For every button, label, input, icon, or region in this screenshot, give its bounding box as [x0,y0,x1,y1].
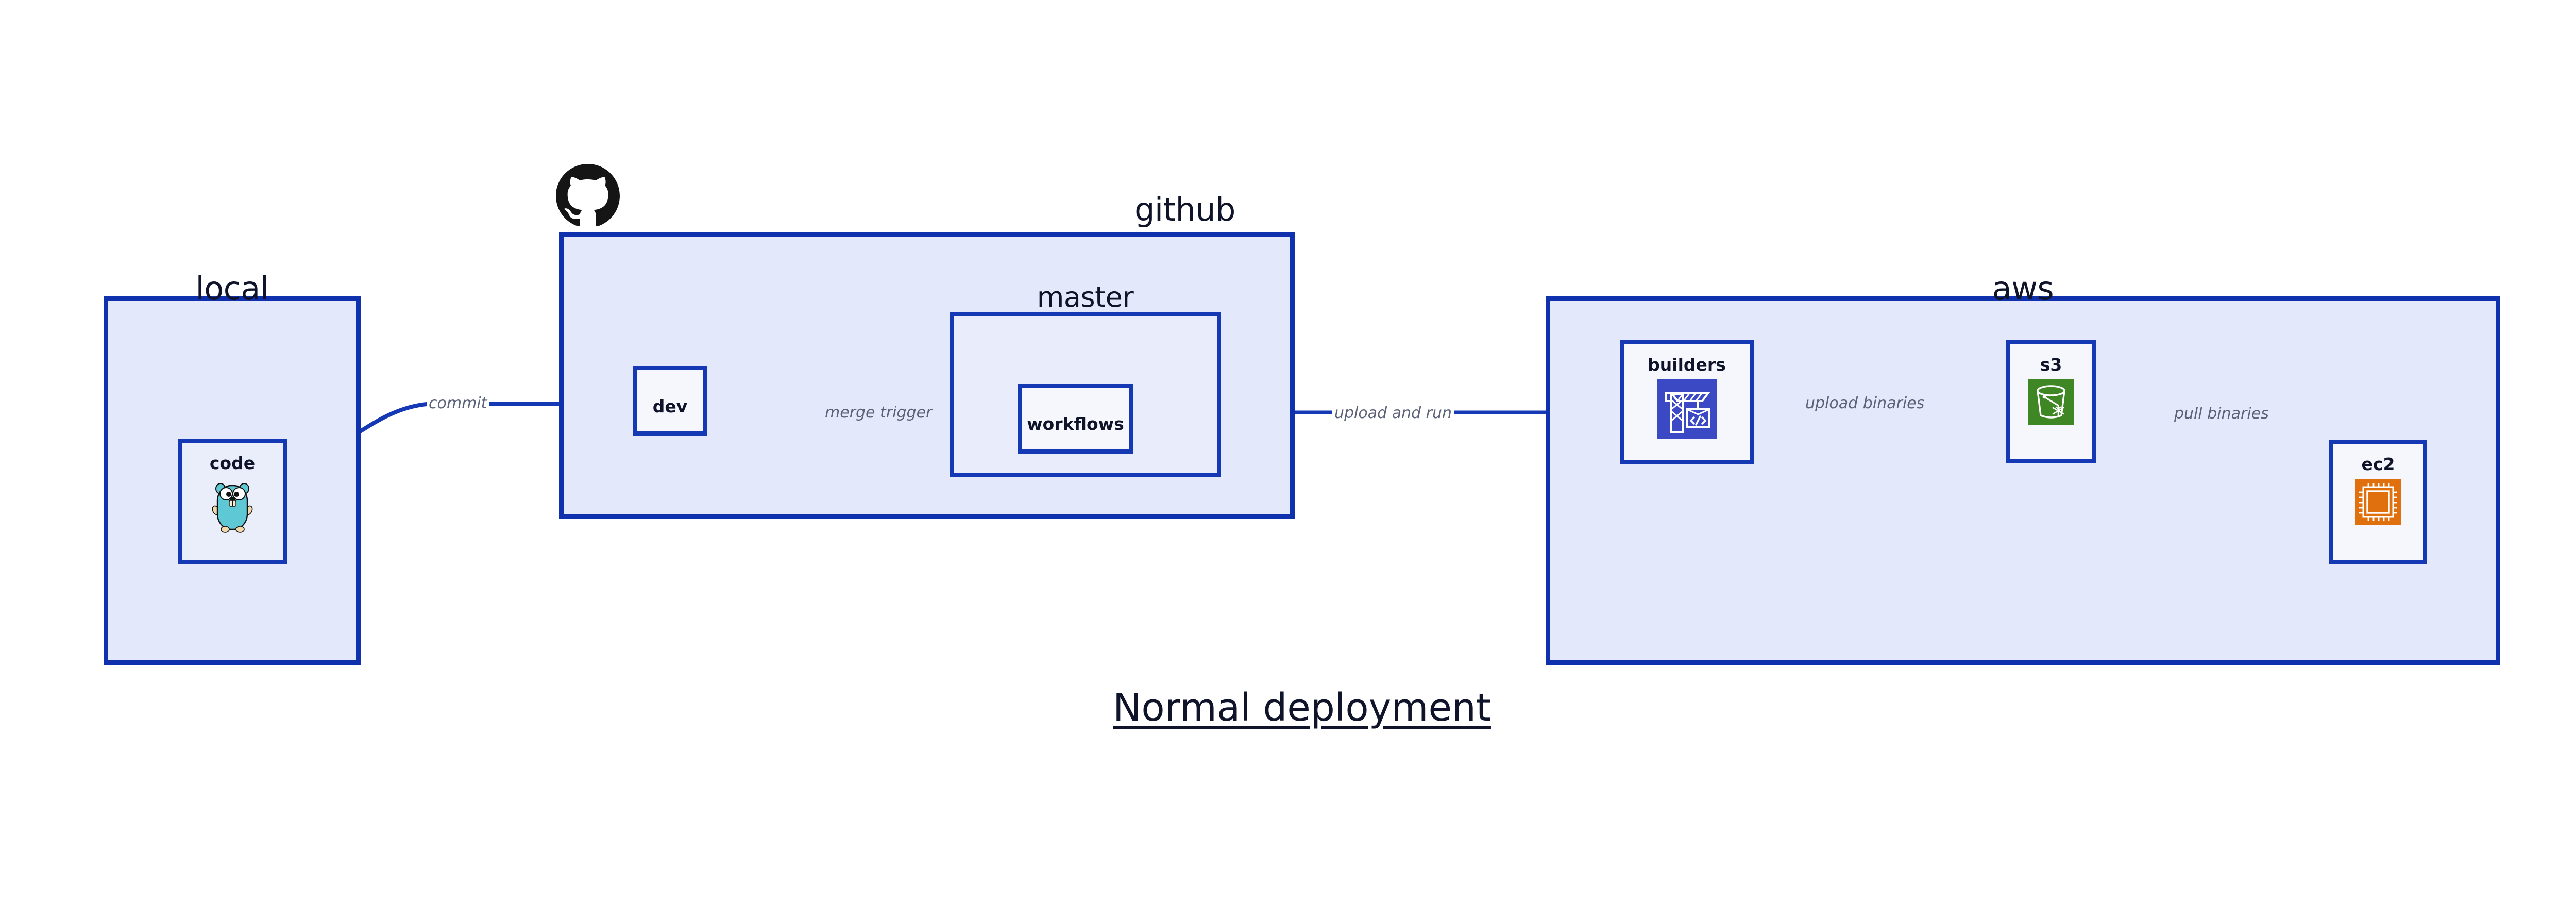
node-builders-label: builders [1648,355,1726,375]
node-dev[interactable]: dev [633,366,707,436]
go-gopher-icon [211,480,253,537]
node-ec2[interactable]: ec2 [2329,440,2427,564]
subgroup-master-label: master [1037,281,1134,313]
edge-pull-binaries-label: pull binaries [2174,405,2269,423]
node-ec2-label: ec2 [2361,454,2395,474]
page-title: Normal deployment [1113,686,1491,730]
edge-commit-label: commit [427,394,489,412]
node-builders[interactable]: builders [1620,340,1754,464]
node-code-label: code [209,453,256,473]
node-s3-label: s3 [2040,355,2062,375]
crane-code-icon [1657,379,1717,439]
group-local[interactable] [104,296,361,665]
node-code[interactable]: code [178,439,287,564]
group-local-label: local [195,270,269,307]
node-s3[interactable]: s3 [2006,340,2096,463]
s3-bucket-icon [2028,379,2074,425]
edge-upload-binaries-label: upload binaries [1803,394,1927,412]
edge-upload-and-run-label: upload and run [1332,404,1454,422]
cpu-chip-icon [2355,479,2401,525]
group-github-label: github [1134,191,1235,228]
node-workflows-label: workflows [1027,414,1124,434]
github-octocat-icon [556,164,620,228]
group-aws-label: aws [1992,270,2054,307]
node-workflows[interactable]: workflows [1018,384,1133,454]
edge-merge-trigger-label: merge trigger [823,404,935,422]
node-dev-label: dev [652,396,688,416]
